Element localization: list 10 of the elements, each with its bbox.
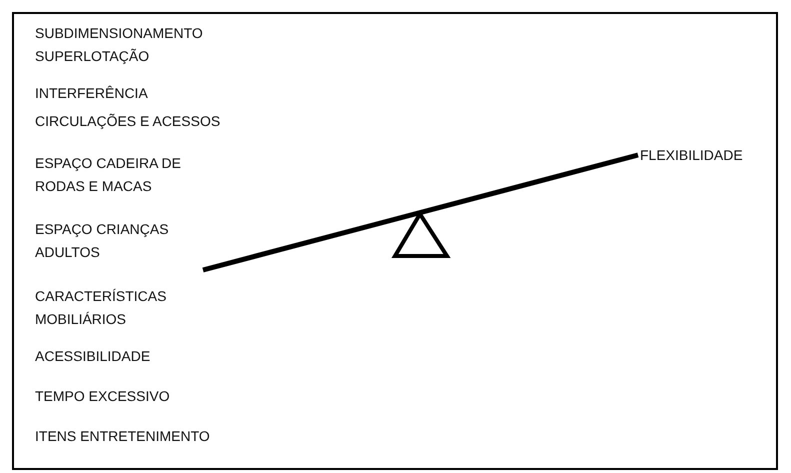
factor-label: CARACTERÍSTICAS MOBILIÁRIOS [35,287,168,329]
factor-label: TEMPO EXCESSIVO [35,387,171,406]
factor-label: ESPAÇO CADEIRA DE RODAS E MACAS [35,154,182,196]
factor-label: CIRCULAÇÕES E ACESSOS [35,112,222,131]
beam-end-label: FLEXIBILIDADE [640,146,744,165]
factor-label: SUBDIMENSIONAMENTO SUPERLOTAÇÃO [35,24,204,66]
factor-label: INTERFERÊNCIA [35,84,149,103]
factor-label: ACESSIBILIDADE [35,347,152,366]
factor-label: ITENS ENTRETENIMENTO [35,427,211,446]
factor-label: ESPAÇO CRIANÇAS ADULTOS [35,220,170,262]
